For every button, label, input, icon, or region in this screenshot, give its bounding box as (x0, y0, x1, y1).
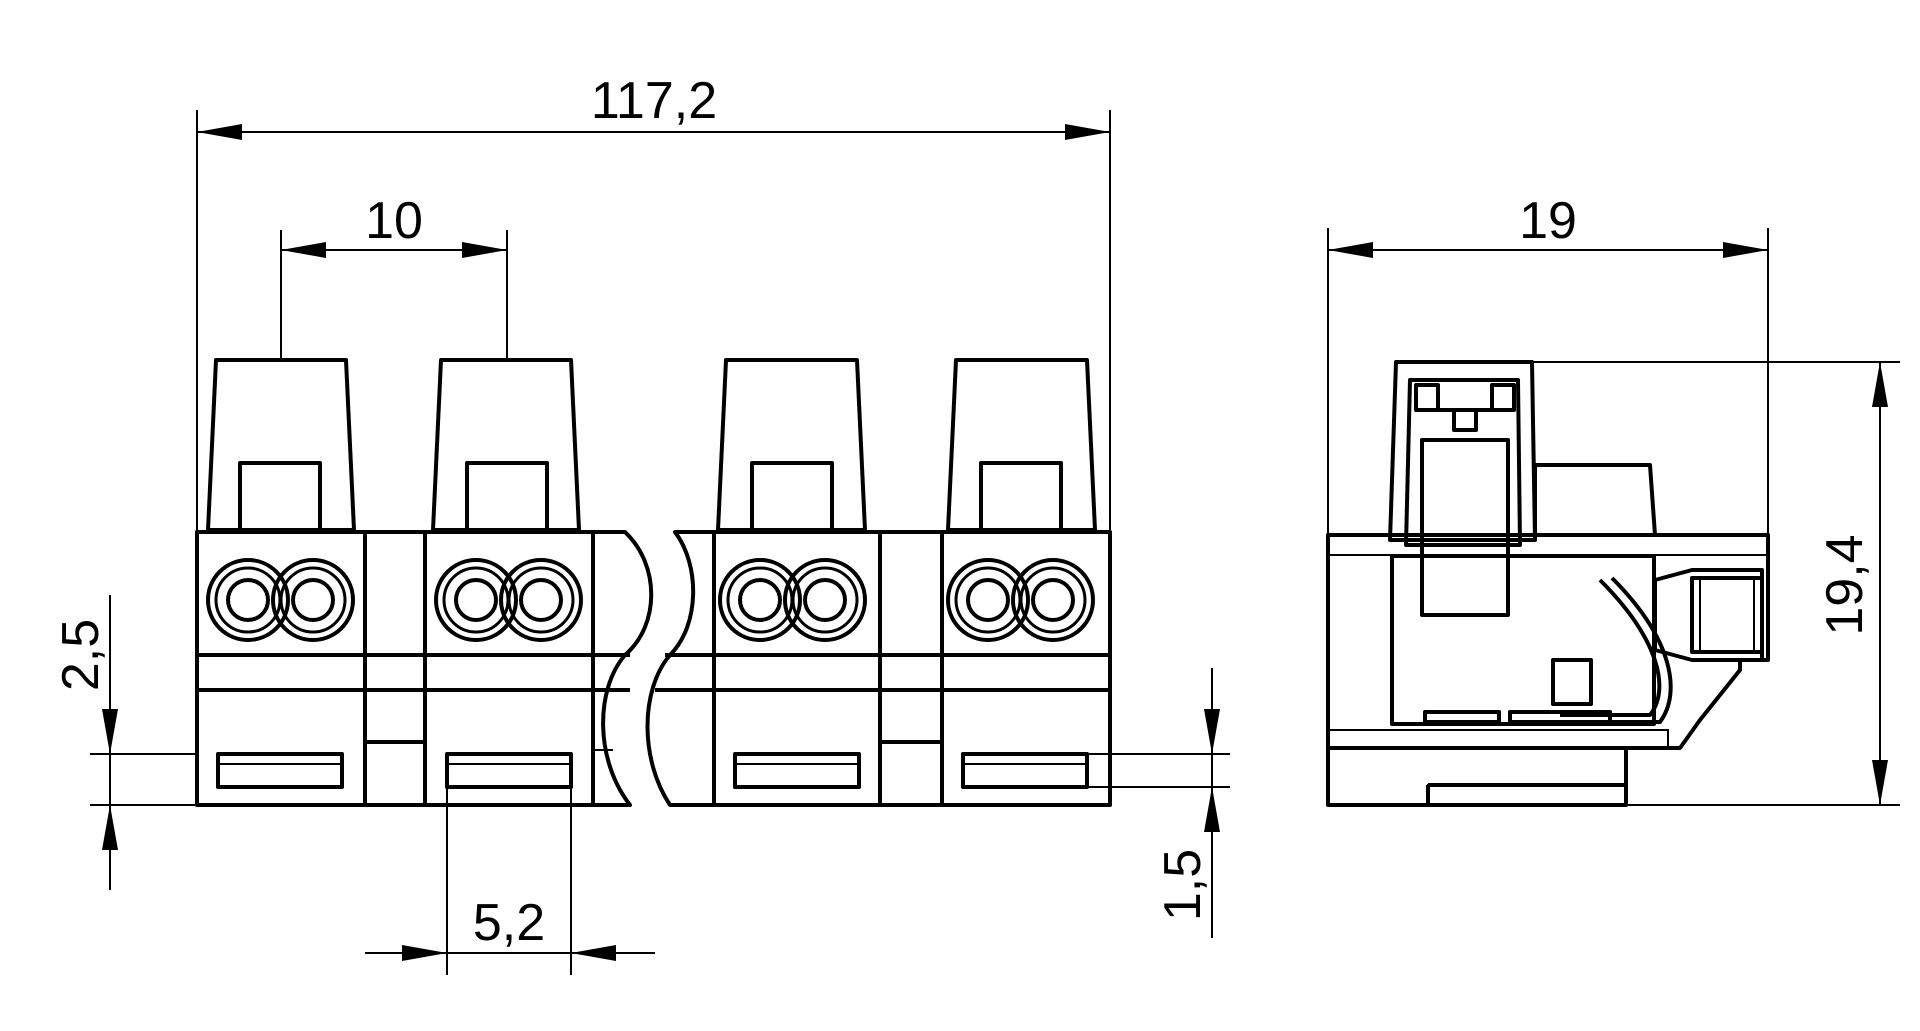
wire-entries (206, 558, 1095, 642)
dim-offset-left: 2,5 (52, 619, 110, 691)
clamp-1 (206, 358, 356, 532)
dim-width: 19 (1519, 192, 1577, 250)
clamp-4 (946, 358, 1097, 532)
body-left (195, 530, 654, 807)
body-right (645, 530, 1112, 807)
dimension-lines (90, 110, 1900, 975)
front-view (195, 358, 1112, 807)
dim-height: 19,4 (1816, 534, 1874, 635)
dim-slot-width: 5,2 (473, 894, 545, 952)
wire-entry-2 (434, 558, 583, 642)
dim-pitch: 10 (365, 192, 423, 250)
dim-overall-length: 117,2 (591, 72, 717, 130)
side-view (1326, 360, 1770, 807)
wire-entry-3 (718, 558, 867, 642)
wire-entry-4 (946, 558, 1095, 642)
wire-entry-1 (206, 558, 355, 642)
dim-offset-right: 1,5 (1154, 849, 1212, 921)
clamp-3 (716, 358, 867, 532)
clamp-2 (431, 358, 581, 532)
